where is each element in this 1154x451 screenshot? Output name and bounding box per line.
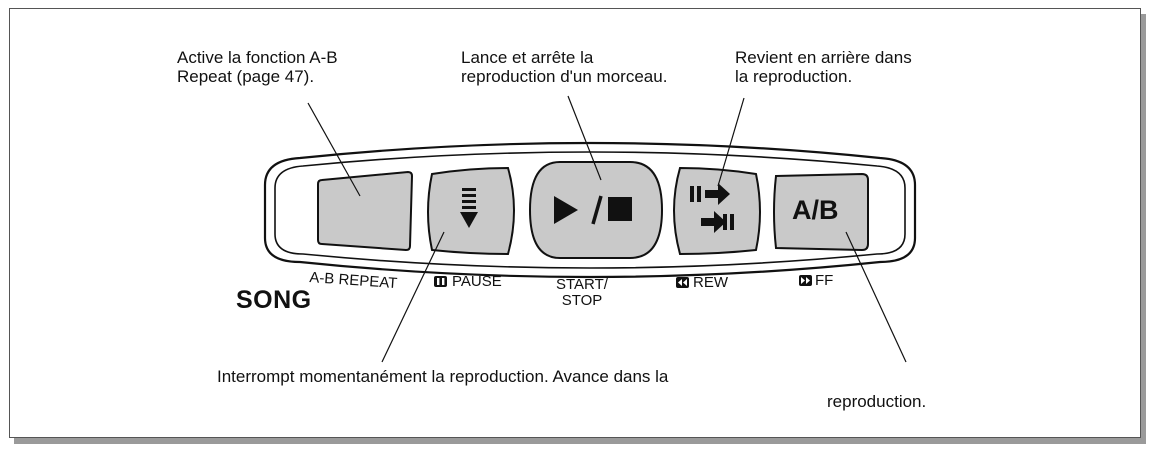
leader-start-stop [567, 95, 602, 181]
rew-button [673, 166, 761, 256]
section-label-song: SONG [236, 286, 312, 314]
ab-repeat-button [317, 170, 414, 252]
label-ff: FF [815, 272, 834, 289]
leader-rew [717, 97, 745, 187]
callout-rew: Revient en arrière dans la reproduction. [735, 48, 912, 86]
label-rew: REW [693, 274, 728, 291]
ab-button [773, 172, 869, 252]
leader-ff [845, 231, 907, 363]
callout-start-stop: Lance et arrête la reproduction d'un mor… [461, 48, 668, 86]
pause-label-icon [434, 276, 447, 287]
label-pause: PAUSE [452, 273, 502, 290]
label-start-stop: START/ STOP [556, 276, 608, 309]
rewind-icon [690, 183, 734, 233]
pause-icon [460, 188, 478, 228]
callout-ff: reproduction. [827, 392, 927, 411]
panel-outline-outer [263, 141, 917, 279]
leader-pause [381, 231, 445, 363]
callout-pause: Interrompt momentanément la reproduction… [217, 367, 669, 386]
ff-label-icon [799, 275, 812, 286]
leader-ab-repeat [307, 102, 361, 197]
callout-ab-repeat: Active la fonction A-B Repeat (page 47). [177, 48, 338, 86]
play-stop-icon [554, 195, 632, 225]
rew-label-icon [676, 277, 689, 288]
pause-button [427, 166, 515, 256]
ab-button-symbol: A/B [792, 195, 839, 225]
panel-outline-inner [274, 151, 906, 269]
